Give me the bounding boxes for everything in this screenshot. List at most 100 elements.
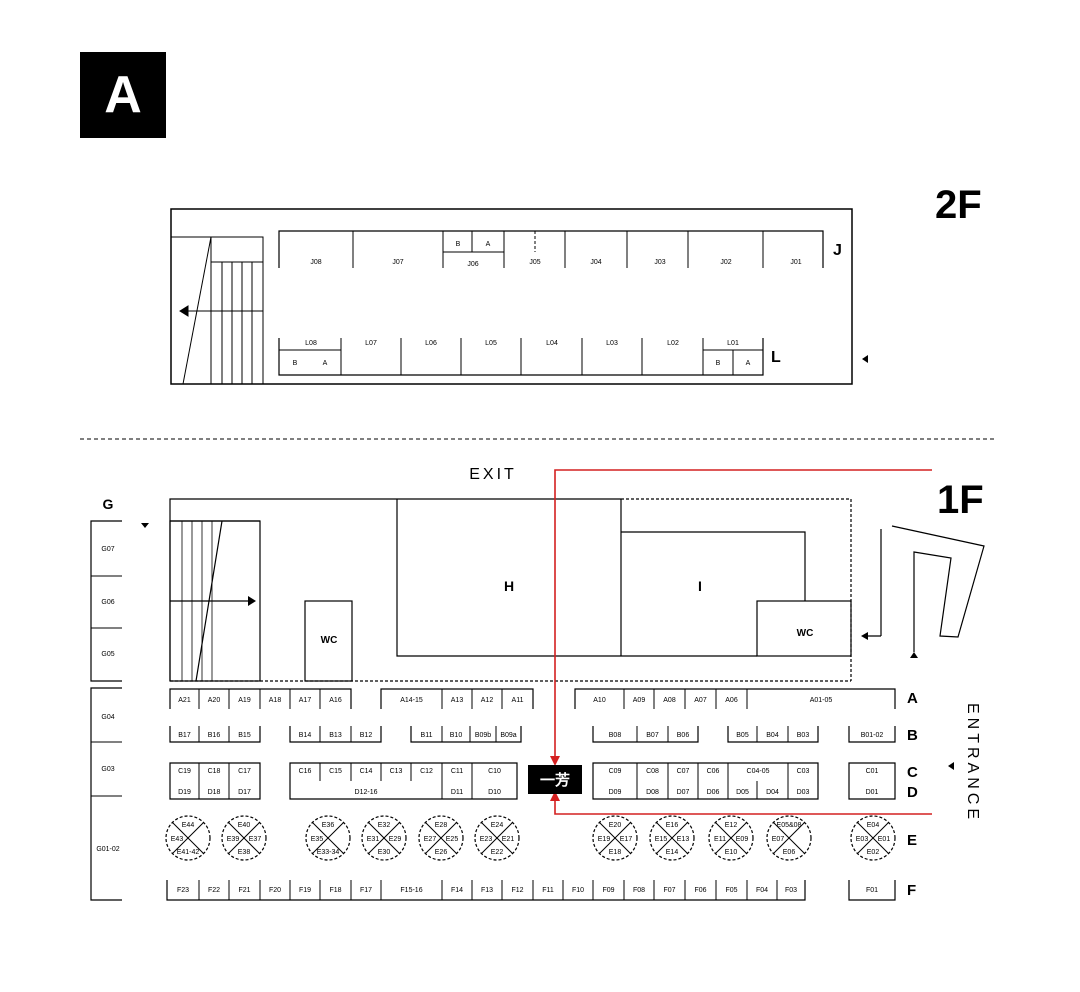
booth-c10[interactable]: C10 — [488, 768, 501, 775]
booth-b16[interactable]: B16 — [208, 732, 221, 739]
booth-f15-16[interactable]: F15-16 — [400, 887, 422, 894]
booth-d05[interactable]: D05 — [736, 789, 749, 796]
booth-e39[interactable]: E39 — [227, 836, 240, 843]
booth-b09b[interactable]: B09b — [475, 732, 491, 739]
booth-e41-42[interactable]: E41-42 — [177, 849, 200, 856]
booth-e15[interactable]: E15 — [655, 836, 668, 843]
booth-a18[interactable]: A18 — [269, 697, 282, 704]
booth-l05[interactable]: L05 — [485, 340, 497, 347]
booth-b09a[interactable]: B09a — [500, 732, 516, 739]
booth-a01-05[interactable]: A01-05 — [810, 697, 833, 704]
booth-b06[interactable]: B06 — [677, 732, 690, 739]
booth-d19[interactable]: D19 — [178, 789, 191, 796]
booth-e31[interactable]: E31 — [367, 836, 380, 843]
booth-a14-15[interactable]: A14-15 — [400, 697, 423, 704]
booth-d01[interactable]: D01 — [866, 789, 879, 796]
booth-g07[interactable]: G07 — [101, 546, 114, 553]
booth-e38[interactable]: E38 — [238, 849, 251, 856]
booth-f14[interactable]: F14 — [451, 887, 463, 894]
booth-j06[interactable]: J06 — [467, 261, 478, 268]
booth-f01[interactable]: F01 — [866, 887, 878, 894]
booth-l06[interactable]: L06 — [425, 340, 437, 347]
booth-l03[interactable]: L03 — [606, 340, 618, 347]
booth-a16[interactable]: A16 — [329, 697, 342, 704]
booth-e44[interactable]: E44 — [182, 822, 195, 829]
booth-c14[interactable]: C14 — [360, 768, 373, 775]
booth-b15[interactable]: B15 — [238, 732, 251, 739]
booth-c04-05[interactable]: C04-05 — [747, 768, 770, 775]
booth-a06[interactable]: A06 — [725, 697, 738, 704]
booth-d18[interactable]: D18 — [208, 789, 221, 796]
booth-e02[interactable]: E02 — [867, 849, 880, 856]
booth-e04[interactable]: E04 — [867, 822, 880, 829]
booth-d03[interactable]: D03 — [797, 789, 810, 796]
booth-f09[interactable]: F09 — [602, 887, 614, 894]
booth-f05[interactable]: F05 — [725, 887, 737, 894]
booth-c11[interactable]: C11 — [451, 768, 463, 775]
booth-f10[interactable]: F10 — [572, 887, 584, 894]
booth-e17[interactable]: E17 — [620, 836, 633, 843]
booth-e33-34[interactable]: E33-34 — [317, 849, 340, 856]
booth-d06[interactable]: D06 — [707, 789, 720, 796]
booth-a17[interactable]: A17 — [299, 697, 312, 704]
booth-g04[interactable]: G04 — [101, 714, 114, 721]
booth-b04[interactable]: B04 — [766, 732, 779, 739]
booth-j04[interactable]: J04 — [590, 259, 601, 266]
booth-e16[interactable]: E16 — [666, 822, 679, 829]
booth-d04[interactable]: D04 — [766, 789, 779, 796]
booth-e22[interactable]: E22 — [491, 849, 504, 856]
booth-f19[interactable]: F19 — [299, 887, 311, 894]
booth-e05-08[interactable]: E05&08 — [777, 822, 802, 829]
booth-e35[interactable]: E35 — [311, 836, 324, 843]
booth-g06[interactable]: G06 — [101, 599, 114, 606]
booth-b13[interactable]: B13 — [329, 732, 342, 739]
booth-c08[interactable]: C08 — [646, 768, 659, 775]
booth-e13[interactable]: E13 — [677, 836, 690, 843]
booth-f11[interactable]: F11 — [542, 887, 554, 894]
booth-d08[interactable]: D08 — [646, 789, 659, 796]
booth-l02[interactable]: L02 — [667, 340, 679, 347]
booth-j02[interactable]: J02 — [720, 259, 731, 266]
booth-l01[interactable]: L01 — [727, 340, 739, 347]
booth-b03[interactable]: B03 — [797, 732, 810, 739]
booth-c18[interactable]: C18 — [208, 768, 221, 775]
booth-e07[interactable]: E07 — [772, 836, 785, 843]
booth-b08[interactable]: B08 — [609, 732, 622, 739]
booth-e32[interactable]: E32 — [378, 822, 391, 829]
booth-a10[interactable]: A10 — [593, 697, 606, 704]
booth-d07[interactable]: D07 — [677, 789, 690, 796]
booth-e18[interactable]: E18 — [609, 849, 622, 856]
booth-f03[interactable]: F03 — [785, 887, 797, 894]
booth-c03[interactable]: C03 — [797, 768, 810, 775]
booth-g03[interactable]: G03 — [101, 766, 114, 773]
booth-d09[interactable]: D09 — [609, 789, 622, 796]
booth-f23[interactable]: F23 — [177, 887, 189, 894]
booth-f13[interactable]: F13 — [481, 887, 493, 894]
booth-e40[interactable]: E40 — [238, 822, 251, 829]
booth-f18[interactable]: F18 — [329, 887, 341, 894]
booth-a07[interactable]: A07 — [694, 697, 707, 704]
booth-c13[interactable]: C13 — [390, 768, 403, 775]
booth-g05[interactable]: G05 — [101, 651, 114, 658]
booth-c19[interactable]: C19 — [178, 768, 191, 775]
booth-b17[interactable]: B17 — [178, 732, 191, 739]
booth-c01[interactable]: C01 — [866, 768, 879, 775]
booth-e10[interactable]: E10 — [725, 849, 738, 856]
booth-f07[interactable]: F07 — [663, 887, 675, 894]
booth-e21[interactable]: E21 — [502, 836, 515, 843]
booth-j01[interactable]: J01 — [790, 259, 801, 266]
booth-e25[interactable]: E25 — [446, 836, 459, 843]
booth-g01-02[interactable]: G01-02 — [96, 846, 119, 853]
booth-e36[interactable]: E36 — [322, 822, 335, 829]
booth-e28[interactable]: E28 — [435, 822, 448, 829]
booth-a11[interactable]: A11 — [512, 697, 524, 704]
booth-a20[interactable]: A20 — [208, 697, 221, 704]
booth-f08[interactable]: F08 — [633, 887, 645, 894]
booth-a21[interactable]: A21 — [178, 697, 191, 704]
booth-e27[interactable]: E27 — [424, 836, 437, 843]
booth-d12-16[interactable]: D12-16 — [355, 789, 378, 796]
shop-marker[interactable]: 一芳 — [528, 765, 582, 794]
booth-j05[interactable]: J05 — [529, 259, 540, 266]
booth-e01[interactable]: E01 — [878, 836, 891, 843]
booth-f20[interactable]: F20 — [269, 887, 281, 894]
